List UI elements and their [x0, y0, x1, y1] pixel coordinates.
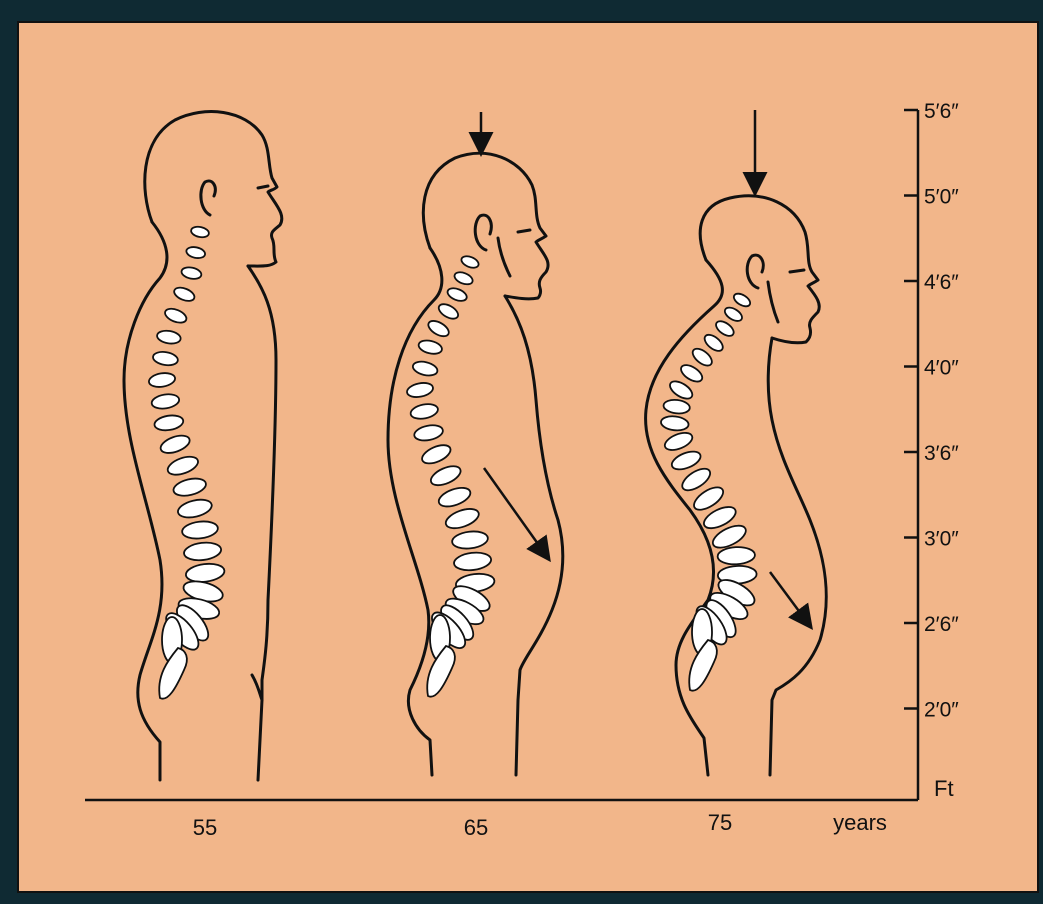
eye-55: [258, 186, 268, 188]
age-label-75: 75: [708, 810, 732, 835]
scale-tick-label: 3′6″: [924, 442, 959, 465]
age-label-55: 55: [193, 815, 217, 840]
scale-unit-label: Ft: [934, 776, 954, 801]
scale-tick-label: 2′0″: [924, 699, 959, 722]
scale-tick-label: 5′0″: [924, 186, 959, 209]
age-unit-label: years: [833, 810, 887, 835]
scale-tick-label: 4′0″: [924, 357, 959, 380]
eye-65: [518, 230, 530, 232]
age-label-65: 65: [464, 815, 488, 840]
eye-75: [790, 270, 804, 272]
scale-tick-label: 3′0″: [924, 528, 959, 551]
scale-tick-label: 4′6″: [924, 271, 959, 294]
background-panel: [18, 22, 1038, 892]
scale-tick-label: 5′6″: [924, 100, 959, 123]
scale-tick-label: 2′6″: [924, 613, 959, 636]
